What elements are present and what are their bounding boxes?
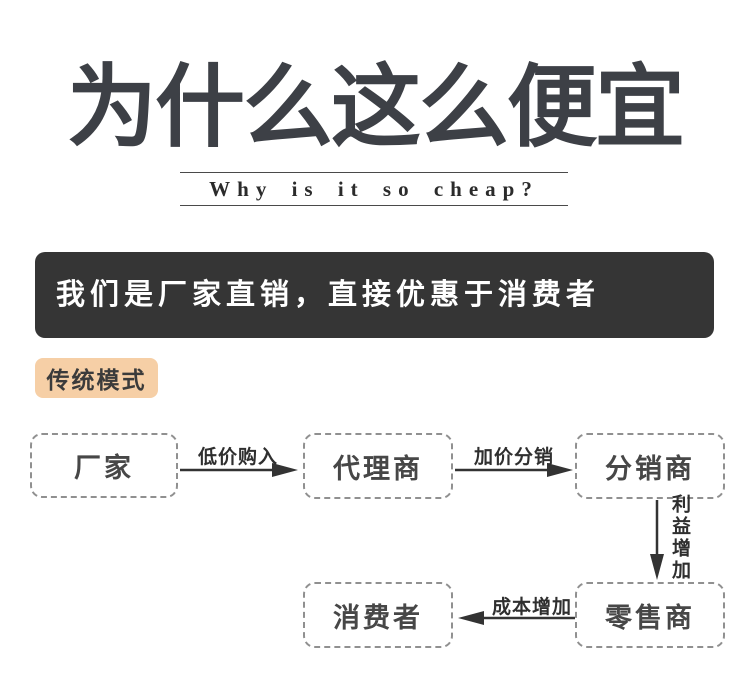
flow-arrows	[180, 463, 664, 625]
flow-node-distributor: 分销商	[575, 433, 725, 499]
edge-label-low-price-purchase: 低价购入	[197, 447, 278, 468]
flow-node-consumer-label: 消费者	[333, 602, 423, 633]
traditional-model-tag: 传统模式	[35, 358, 158, 398]
edge-label-profit-increase: 利益增加	[669, 494, 690, 582]
traditional-model-tag-label: 传统模式	[46, 367, 147, 393]
flow-node-agent: 代理商	[303, 433, 453, 499]
flow-node-retailer-label: 零售商	[605, 602, 695, 633]
flow-node-retailer: 零售商	[575, 582, 725, 648]
flow-node-consumer: 消费者	[303, 582, 453, 648]
edge-label-cost-increase: 成本增加	[491, 597, 572, 618]
arrow-distributor-to-retailer	[650, 500, 664, 580]
arrow-agent-to-distributor	[455, 463, 573, 477]
page-subtitle-en: Why is it so cheap?	[180, 172, 568, 206]
flow-node-factory-label: 厂家	[74, 453, 134, 483]
page-title: 为什么这么便宜	[67, 59, 685, 158]
edge-label-markup-distribution: 加价分销	[473, 447, 554, 468]
direct-sales-banner: 我们是厂家直销，直接优惠于消费者	[35, 252, 714, 338]
flow-node-distributor-label: 分销商	[605, 453, 695, 484]
banner-text: 我们是厂家直销，直接优惠于消费者	[56, 279, 601, 311]
flow-node-factory: 厂家	[30, 433, 178, 498]
flow-node-agent-label: 代理商	[333, 453, 423, 484]
flow-diagram: 厂家 代理商 分销商 消费者 零售商 低价购入 加价分销 利益增加 成本增加	[0, 410, 750, 694]
arrow-factory-to-agent	[180, 463, 298, 477]
arrow-retailer-to-consumer	[458, 611, 578, 625]
